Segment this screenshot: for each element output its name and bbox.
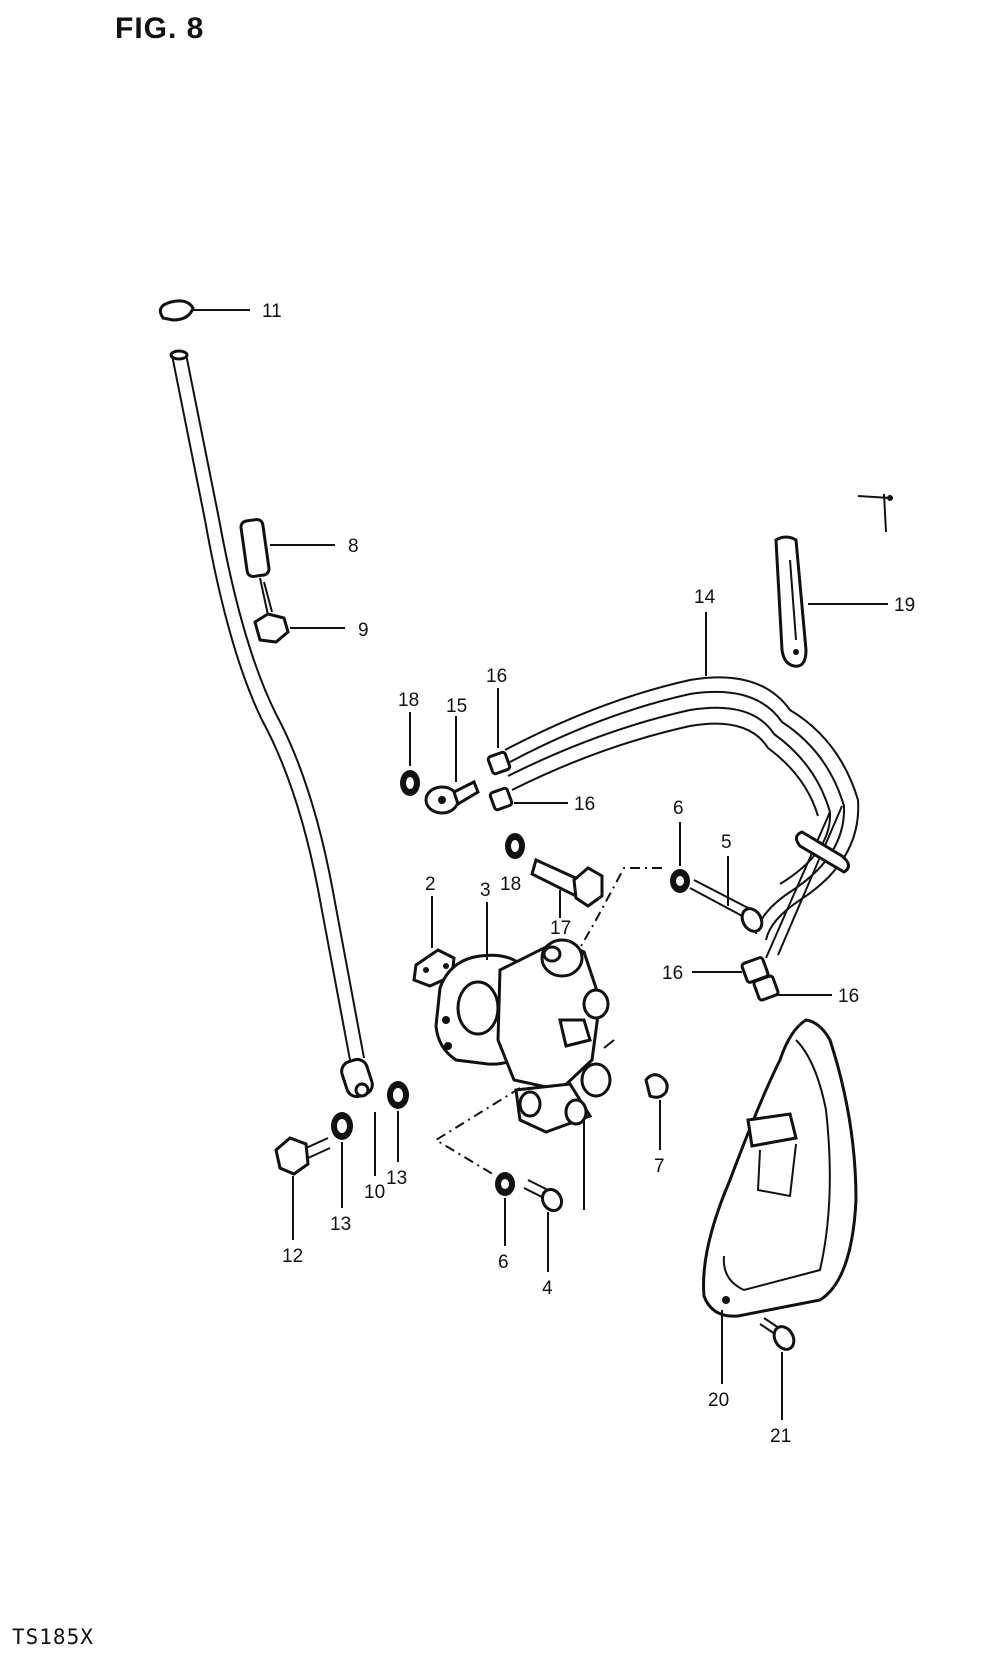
callout-9: 9 xyxy=(358,620,369,641)
callout-13: 13 xyxy=(330,1214,351,1235)
part-20-pump-cover xyxy=(702,1018,858,1384)
callout-16: 16 xyxy=(486,666,507,687)
callout-16: 16 xyxy=(662,963,683,984)
part-9-nut xyxy=(253,612,345,644)
callout-4: 4 xyxy=(542,1278,553,1299)
part-15-banjo-fitting xyxy=(424,716,480,815)
callout-12: 12 xyxy=(282,1246,303,1267)
part-11-hose-clip xyxy=(158,299,250,322)
part-6-washer-upper xyxy=(670,822,690,893)
callout-3: 3 xyxy=(480,880,491,901)
figure-title: FIG. 8 xyxy=(115,12,205,45)
part-13-washer-a xyxy=(331,1112,353,1208)
part-16-fitting-upper-a xyxy=(486,688,512,776)
part-18-washer-lower xyxy=(505,833,525,859)
part-12-union-bolt xyxy=(274,1136,331,1240)
callout-19: 19 xyxy=(894,595,915,616)
callout-2: 2 xyxy=(425,874,436,895)
part-4-screw xyxy=(523,1179,564,1272)
part-19-bracket xyxy=(774,535,888,668)
callout-6: 6 xyxy=(498,1252,509,1273)
part-3-oil-pump xyxy=(434,902,615,1210)
part-7-plug xyxy=(644,1073,669,1150)
callout-6: 6 xyxy=(673,798,684,819)
callout-21: 21 xyxy=(770,1426,791,1447)
callout-7: 7 xyxy=(654,1156,665,1177)
callout-20: 20 xyxy=(708,1390,729,1411)
model-code: TS185X xyxy=(12,1625,94,1649)
part-16-fitting-upper-b xyxy=(488,786,568,812)
callout-17: 17 xyxy=(550,918,571,939)
callout-16: 16 xyxy=(838,986,859,1007)
small-pin-mark xyxy=(857,493,893,533)
callout-18: 18 xyxy=(500,874,521,895)
part-8-bolt xyxy=(239,518,335,616)
part-21-screw xyxy=(759,1317,796,1420)
part-10-oil-pipe xyxy=(169,349,374,1099)
callout-5: 5 xyxy=(721,832,732,853)
callout-11: 11 xyxy=(262,301,282,322)
part-18-washer-upper xyxy=(400,712,420,796)
callout-15: 15 xyxy=(446,696,467,717)
callout-8: 8 xyxy=(348,536,359,557)
part-5-screw xyxy=(689,856,764,933)
part-16-fitting-lower xyxy=(692,956,832,1002)
assembly-line-lower xyxy=(434,1087,521,1177)
callout-16: 16 xyxy=(574,794,595,815)
callout-10: 10 xyxy=(364,1182,385,1203)
callout-13: 13 xyxy=(386,1168,407,1189)
callout-18: 18 xyxy=(398,690,419,711)
callout-14: 14 xyxy=(694,587,716,608)
part-17-banjo-bolt xyxy=(530,857,604,918)
part-14-oil-lines xyxy=(504,612,860,959)
part-6-washer-lower xyxy=(495,1172,515,1246)
part-13-washer-b xyxy=(387,1081,409,1162)
